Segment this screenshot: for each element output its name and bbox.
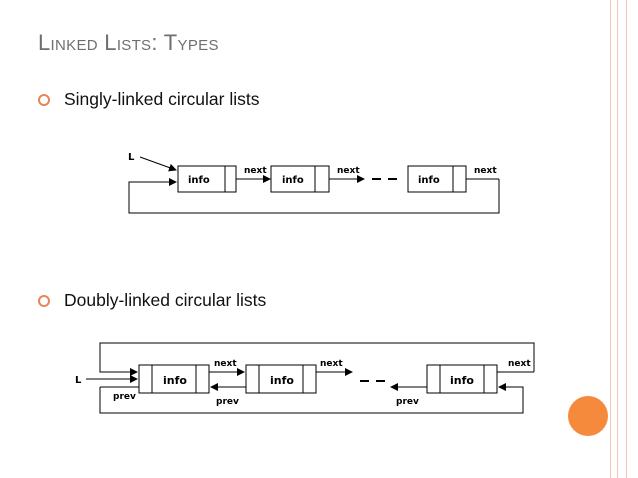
next-label: next bbox=[337, 166, 360, 176]
bullet-singly: Singly-linked circular lists bbox=[38, 89, 259, 110]
next-label: next bbox=[508, 359, 531, 369]
accent-circle bbox=[568, 396, 608, 436]
bullet-circle-icon bbox=[38, 294, 50, 307]
node: info bbox=[270, 165, 330, 193]
node-label: info bbox=[282, 175, 304, 186]
pointer-label: L bbox=[128, 152, 135, 163]
node-label: info bbox=[450, 374, 474, 387]
next-label: next bbox=[320, 359, 343, 369]
slide-title: Linked Lists: Types bbox=[38, 30, 219, 55]
bullet-text: Singly-linked circular lists bbox=[64, 89, 260, 109]
next-label: next bbox=[244, 166, 267, 176]
node-label: info bbox=[188, 175, 210, 186]
pointer-label: L bbox=[75, 375, 82, 386]
next-label: next bbox=[474, 166, 497, 176]
circular-next-link bbox=[99, 342, 535, 376]
bullet-doubly: Doubly-linked circular lists bbox=[38, 290, 266, 311]
next-label: next bbox=[214, 359, 237, 369]
circular-link bbox=[128, 178, 500, 214]
node: info bbox=[138, 364, 210, 394]
bullet-circle-icon bbox=[38, 93, 50, 106]
decor-stripe bbox=[626, 0, 627, 478]
node: info bbox=[177, 165, 237, 193]
prev-label: prev bbox=[216, 397, 239, 407]
pointer-arrow bbox=[139, 156, 177, 172]
prev-label: prev bbox=[113, 392, 136, 402]
node: info bbox=[426, 364, 498, 394]
node: info bbox=[407, 165, 467, 193]
circular-prev-link bbox=[99, 383, 524, 414]
decor-stripe bbox=[617, 0, 618, 478]
node-label: info bbox=[418, 175, 440, 186]
node-label: info bbox=[163, 374, 187, 387]
decor-stripe bbox=[610, 0, 611, 478]
node-label: info bbox=[270, 374, 294, 387]
bullet-text: Doubly-linked circular lists bbox=[64, 290, 267, 310]
node: info bbox=[245, 364, 317, 394]
prev-label: prev bbox=[396, 397, 419, 407]
